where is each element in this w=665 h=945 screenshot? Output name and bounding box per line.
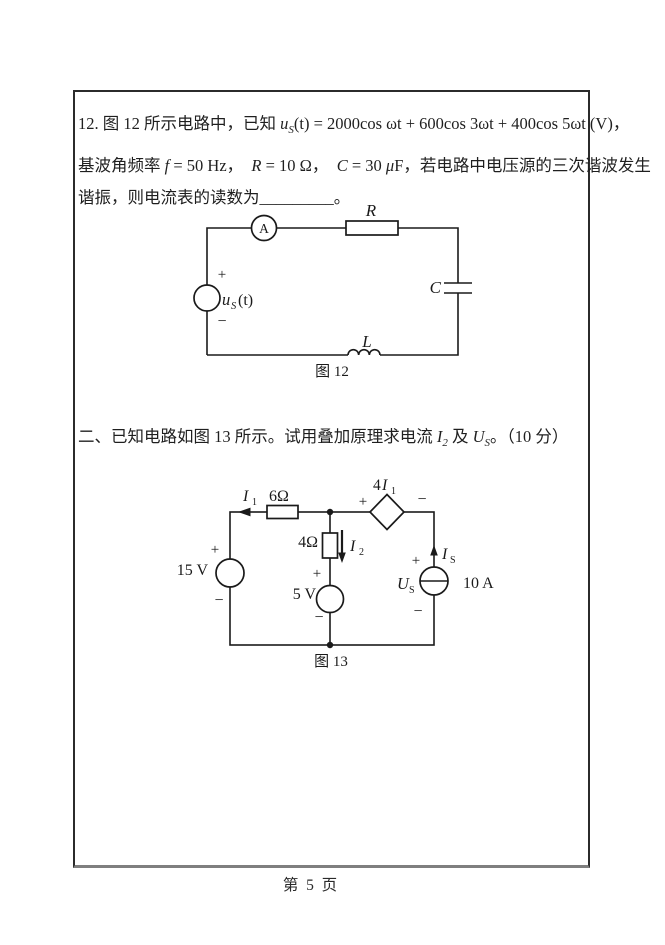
capacitor-C-label: C (430, 278, 442, 297)
top-node-dot (326, 508, 334, 516)
usrc-minus-sign: − (413, 603, 422, 620)
q12-r-var: R (251, 155, 262, 175)
resistor-R-box (345, 220, 399, 236)
q12-line2-prefix: 基波角频率 (78, 155, 165, 175)
figure13-circuit: I 1 6Ω 4 I 1 + − 4Ω I 2 + 5 V − + 15 V −… (177, 477, 494, 670)
resistor-6ohm-box (266, 504, 299, 520)
wire-right-bottom (380, 293, 459, 356)
v5-plus-sign: + (313, 566, 321, 582)
v15-minus-sign: − (214, 592, 223, 609)
q12-us-sub: S (288, 123, 294, 136)
dep-source-sub: 1 (391, 486, 396, 497)
i1-label-sub: 1 (252, 497, 257, 508)
i2-label-base: I (349, 538, 356, 555)
figure12-caption: 图 12 (315, 363, 349, 380)
us-label-sub: S (231, 301, 237, 312)
is-label-sub: S (450, 555, 456, 566)
sec2-end: 。（10 分） (490, 426, 569, 446)
usrc-plus-sign: + (412, 553, 420, 569)
q12-c-var: C (336, 155, 348, 175)
sec2-mid: 及 (447, 426, 473, 446)
is-arrow-icon (430, 545, 438, 556)
dep-source-var: I (381, 477, 388, 494)
q12-line3-period: 。 (333, 187, 351, 207)
voltage-source-us (193, 284, 221, 312)
dep-minus-sign: − (417, 491, 426, 508)
figure12-circuit: A R C L + u S (t) − 图 12 (193, 201, 472, 380)
sec2-us-sub: S (484, 436, 491, 449)
page-number: 第 5 页 (282, 877, 338, 894)
sec2-i2-var: I (436, 426, 443, 446)
v5-label: 5 V (293, 586, 317, 603)
inductor-coil (347, 348, 381, 356)
dependent-source-diamond (368, 493, 406, 531)
ammeter-icon (250, 214, 278, 242)
dep-plus-sign: + (359, 494, 367, 510)
voltage-source-15v (215, 558, 245, 588)
q12-f-var: f (164, 155, 170, 175)
usrc-label-sub: S (409, 585, 415, 596)
v5-minus-sign: − (314, 609, 323, 626)
us-label-args: (t) (238, 292, 253, 309)
sec2-us-var: U (472, 426, 485, 446)
voltage-source-5v (315, 584, 345, 614)
q12-c-value: = 30 (347, 155, 386, 175)
resistor-4ohm-box (321, 532, 339, 559)
q12-us-var: u (280, 113, 289, 133)
usrc-label-base: U (397, 574, 410, 593)
is-label-base: I (441, 546, 448, 563)
a10-label: 10 A (463, 575, 494, 592)
i1-arrow-icon (238, 507, 251, 517)
question12-line3: 谐振，则电流表的读数为_________。 (78, 187, 350, 209)
sec2-i2-sub: 2 (442, 436, 448, 449)
content-frame (73, 90, 590, 868)
us-label-base: u (222, 290, 230, 309)
ammeter-label: A (259, 221, 269, 236)
q12-f-value: = 50 Hz， (169, 155, 252, 175)
section2-heading: 二、已知电路如图 13 所示。试用叠加原理求电流 I2 及 US。（10 分） (78, 426, 568, 454)
i2-label-sub: 2 (359, 547, 364, 558)
q12-line3-text: 谐振，则电流表的读数为 (78, 187, 260, 207)
i1-label-base: I (242, 488, 249, 505)
q12-answer-blank: _________ (259, 187, 334, 207)
i2-arrow-head-icon (338, 552, 346, 563)
bottom-node-dot (326, 641, 334, 649)
v15-label: 15 V (177, 562, 209, 579)
v15-plus-sign: + (211, 542, 219, 558)
dep-source-coef: 4 (373, 477, 381, 494)
q12-farad-unit: F， (394, 155, 420, 175)
q12-r-value: = 10 Ω， (261, 155, 337, 175)
sec2-prefix: 二、已知电路如图 13 所示。试用叠加原理求电流 (78, 426, 437, 446)
us-plus-sign: + (218, 267, 226, 283)
q12-line2-rest: 若电路中电压源的三次谐波发生 (419, 155, 651, 175)
inductor-L-label: L (361, 332, 371, 351)
q12-formula: (t) = 2000cos ωt + 600cos 3ωt + 400cos 5… (293, 113, 630, 133)
resistor-4ohm-label: 4Ω (298, 534, 318, 551)
q12-line1-prefix: 12. 图 12 所示电路中，已知 (78, 113, 281, 133)
q12-mu-symbol: μ (385, 155, 395, 175)
resistor-6ohm-label: 6Ω (269, 488, 289, 505)
question12-line2: 基波角频率 f = 50 Hz， R = 10 Ω， C = 30 μF，若电路… (78, 155, 651, 177)
figure13-caption: 图 13 (314, 653, 348, 670)
question12-line1: 12. 图 12 所示电路中，已知 uS(t) = 2000cos ωt + 6… (78, 113, 629, 141)
resistor-R-label: R (365, 201, 377, 220)
us-minus-sign: − (217, 313, 226, 330)
